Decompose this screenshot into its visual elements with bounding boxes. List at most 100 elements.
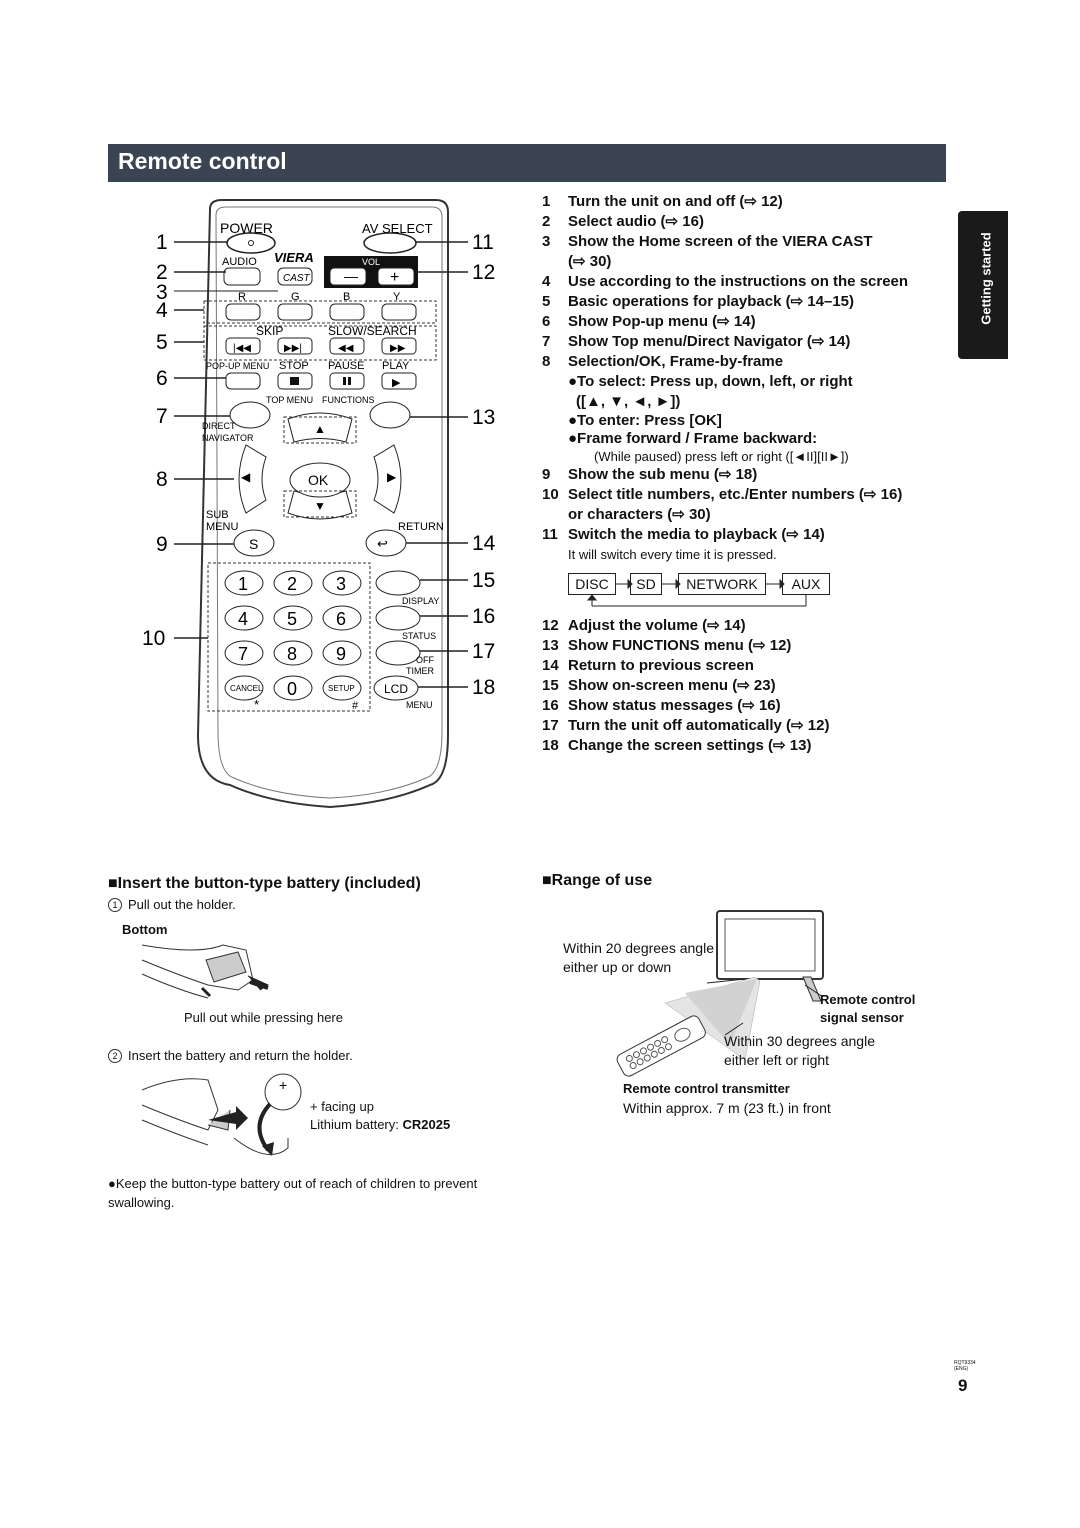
blue-button[interactable] xyxy=(329,303,365,321)
green-button[interactable] xyxy=(277,303,313,321)
svg-text:▶▶: ▶▶ xyxy=(390,343,406,354)
callout-number-2: 2 xyxy=(156,261,168,284)
cancel-button[interactable] xyxy=(224,675,264,701)
side-tab-label: Getting started xyxy=(978,232,994,325)
cast-label: CAST xyxy=(283,273,311,284)
number-key-4[interactable] xyxy=(224,605,264,631)
status-label: STATUS xyxy=(402,631,436,641)
play-button[interactable] xyxy=(381,372,417,390)
av-select-button[interactable] xyxy=(363,232,417,254)
number-key-label: 1 xyxy=(238,574,248,594)
number-key-5[interactable] xyxy=(273,605,313,631)
star-label: * xyxy=(254,697,259,712)
svg-text:▶▶|: ▶▶| xyxy=(284,343,302,354)
svg-text:|◀◀: |◀◀ xyxy=(233,343,251,354)
volume-down-button[interactable] xyxy=(329,267,367,286)
number-key-8[interactable] xyxy=(273,640,313,666)
number-key-6[interactable] xyxy=(322,605,362,631)
status-button[interactable] xyxy=(375,605,421,631)
sub-menu-button[interactable] xyxy=(233,529,275,557)
list-item-number: 15 xyxy=(542,677,559,694)
holder-removal-illustration xyxy=(141,944,270,999)
callout-number-5: 5 xyxy=(156,331,168,354)
list-item-number: 7 xyxy=(542,333,551,350)
skip-forward-button[interactable] xyxy=(277,337,313,355)
list-item-number: 5 xyxy=(542,293,551,310)
list-item-text: Show Pop-up menu (⇨ 14) xyxy=(568,313,756,330)
setup-button[interactable] xyxy=(322,675,362,701)
callout-number-11: 11 xyxy=(472,231,494,254)
display-button[interactable] xyxy=(375,570,421,596)
bottom-label: Bottom xyxy=(122,922,168,937)
search-back-button[interactable] xyxy=(329,337,365,355)
b-label: B xyxy=(343,291,350,303)
callout-number-7: 7 xyxy=(156,405,168,428)
right-button[interactable] xyxy=(373,444,402,514)
top-menu-label: TOP MENU xyxy=(266,395,313,405)
list-item-text: Switch the media to playback (⇨ 14) xyxy=(568,526,825,543)
display-label: DISPLAY xyxy=(402,596,439,606)
page-number: 9 xyxy=(958,1376,968,1395)
sensor-label: Remote control signal sensor xyxy=(820,992,916,1025)
off-label: OFF xyxy=(416,655,434,665)
off-timer-button[interactable] xyxy=(375,640,421,666)
list-item-text: Selection/OK, Frame-by-frame xyxy=(568,353,784,370)
list-item-text: Adjust the volume (⇨ 14) xyxy=(568,617,746,634)
timer-label: TIMER xyxy=(406,666,434,676)
list-item-number: 16 xyxy=(542,697,559,714)
list-item-text: Show FUNCTIONS menu (⇨ 12) xyxy=(568,637,792,654)
list-item-number: 3 xyxy=(542,233,551,250)
number-key-label: 8 xyxy=(287,644,297,664)
power-label: POWER xyxy=(220,220,273,236)
svg-text:◀◀: ◀◀ xyxy=(338,343,354,354)
callout-number-18: 18 xyxy=(472,676,495,699)
number-key-1[interactable] xyxy=(224,570,264,596)
audio-button[interactable] xyxy=(223,267,261,286)
popup-menu-button[interactable] xyxy=(225,372,261,390)
number-key-label: 6 xyxy=(336,609,346,629)
red-button[interactable] xyxy=(225,303,261,321)
lcd-button[interactable] xyxy=(373,675,419,701)
section-header: Remote control xyxy=(108,144,946,182)
list-item-number xyxy=(542,505,568,525)
functions-label: FUNCTIONS xyxy=(322,395,375,405)
popup-menu-label: POP-UP MENU xyxy=(206,361,269,371)
step1-text: Pull out the holder. xyxy=(128,897,236,912)
skip-back-button[interactable] xyxy=(225,337,261,355)
pause-button[interactable] xyxy=(329,372,365,390)
cancel-label: CANCEL xyxy=(230,684,263,693)
callout-number-8: 8 xyxy=(156,468,168,491)
number-keypad xyxy=(207,562,371,712)
number-key-9[interactable] xyxy=(322,640,362,666)
number-key-label: 9 xyxy=(336,644,346,664)
ok-button[interactable] xyxy=(289,462,351,498)
number-key-3[interactable] xyxy=(322,570,362,596)
top-menu-button[interactable] xyxy=(229,401,271,429)
step1-number: 1 xyxy=(108,898,122,912)
yellow-button[interactable] xyxy=(381,303,417,321)
callout-number-1: 1 xyxy=(156,231,168,254)
search-forward-button[interactable] xyxy=(381,337,417,355)
svg-text:▼: ▼ xyxy=(314,499,326,513)
left-button[interactable] xyxy=(238,444,267,514)
battery-step1: 1 Pull out the holder. xyxy=(108,897,236,912)
list-item: 16 Show status messages (⇨ 16) xyxy=(542,696,952,716)
list-item-text: Select audio (⇨ 16) xyxy=(568,213,704,230)
up-button[interactable] xyxy=(287,412,353,443)
list-item-text: Show the sub menu (⇨ 18) xyxy=(568,466,758,483)
number-key-2[interactable] xyxy=(273,570,313,596)
item8-paused: (While paused) press left or right ([◄II… xyxy=(594,449,849,464)
volume-up-button[interactable] xyxy=(377,267,415,286)
menu-label: MENU xyxy=(206,521,238,533)
number-key-7[interactable] xyxy=(224,640,264,666)
return-label: RETURN xyxy=(398,521,444,533)
cast-button[interactable] xyxy=(277,267,313,286)
list-item-text: Show status messages (⇨ 16) xyxy=(568,697,781,714)
functions-button[interactable] xyxy=(369,401,411,429)
number-key-0[interactable] xyxy=(273,675,313,701)
power-button[interactable] xyxy=(226,232,276,254)
